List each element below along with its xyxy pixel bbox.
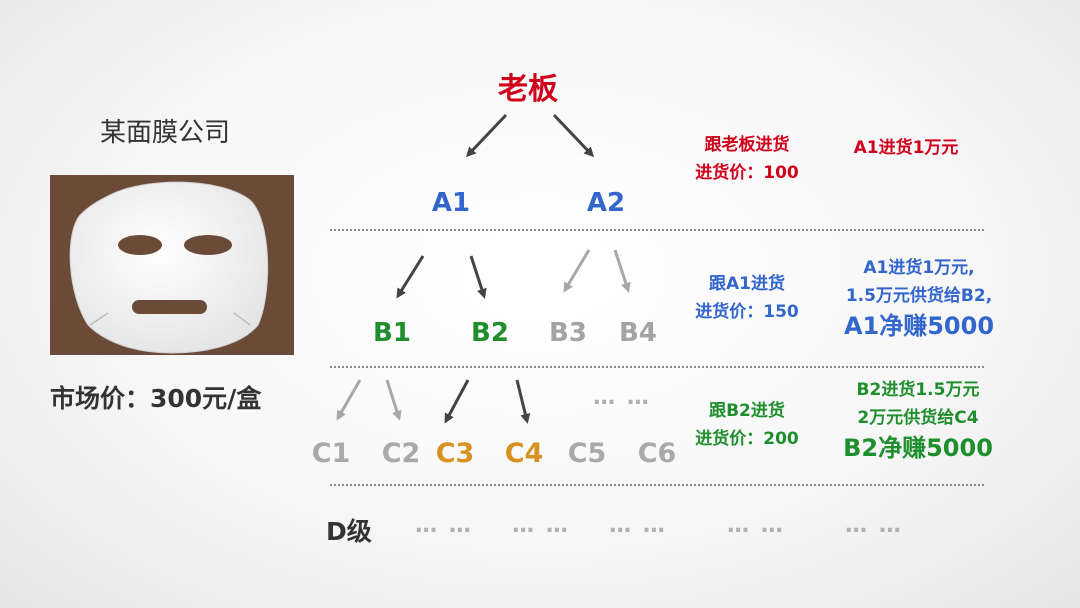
- row1-source: 跟老板进货: [704, 135, 790, 155]
- row3-purchase-info: 跟B2进货 进货价：200: [695, 397, 799, 453]
- d-level-ellipsis-3: … …: [609, 513, 667, 538]
- separator-line-3: [330, 484, 984, 486]
- node-boss: 老板: [498, 72, 558, 107]
- row2-note: A1进货1万元, 1.5万元供货给B2, A1净赚5000: [844, 254, 994, 342]
- d-level-ellipsis-4: … …: [727, 513, 785, 538]
- node-c5: C5: [567, 438, 607, 469]
- arrow-a2-b3: [563, 249, 591, 293]
- node-b4: B4: [619, 318, 657, 348]
- row3-note-line1: B2进货1.5万元: [856, 380, 980, 400]
- separator-line-2: [330, 366, 984, 368]
- node-b2: B2: [471, 318, 509, 348]
- arrow-b1-c1: [336, 379, 362, 421]
- d-level-ellipsis-1: … …: [415, 513, 473, 538]
- node-a1: A1: [431, 188, 471, 218]
- node-b3: B3: [549, 318, 587, 348]
- node-a2: A2: [586, 188, 626, 218]
- row1-price: 进货价：100: [695, 163, 799, 183]
- arrow-b1-c2: [385, 379, 402, 421]
- row3-note-line2: 2万元供货给C4: [857, 408, 979, 428]
- row2-note-line1: A1进货1万元,: [863, 258, 975, 278]
- row2-source: 跟A1进货: [709, 274, 785, 294]
- arrow-a1-b2: [469, 255, 487, 299]
- arrow-boss-a1: [465, 113, 508, 158]
- face-mask-photo: [50, 175, 294, 355]
- row3-source: 跟B2进货: [709, 401, 785, 421]
- row3-profit: B2净赚5000: [843, 434, 993, 462]
- row2-note-line2: 1.5万元供货给B2,: [845, 286, 993, 306]
- node-c1: C1: [311, 438, 351, 469]
- arrow-a2-b4: [613, 249, 631, 293]
- d-level-label: D级: [326, 517, 372, 546]
- node-c4: C4: [504, 438, 544, 469]
- market-price-label: 市场价：300元/盒: [50, 384, 262, 413]
- row2-price: 进货价：150: [695, 302, 799, 322]
- row1-purchase-info: 跟老板进货 进货价：100: [695, 131, 799, 187]
- c-level-ellipsis: … …: [593, 385, 651, 410]
- node-c2: C2: [381, 438, 421, 469]
- row2-profit: A1净赚5000: [843, 312, 995, 340]
- row3-price: 进货价：200: [695, 429, 799, 449]
- arrow-b2-c3: [444, 379, 470, 424]
- company-label: 某面膜公司: [100, 118, 231, 148]
- d-level-ellipsis-2: … …: [512, 513, 570, 538]
- node-b1: B1: [373, 318, 411, 348]
- arrow-a1-b1: [396, 255, 425, 299]
- node-c3: C3: [435, 438, 475, 469]
- arrow-b2-c4: [515, 379, 531, 424]
- node-c6: C6: [637, 438, 677, 469]
- row1-note-text: A1进货1万元: [853, 138, 959, 158]
- row3-note: B2进货1.5万元 2万元供货给C4 B2净赚5000: [843, 376, 993, 464]
- row2-purchase-info: 跟A1进货 进货价：150: [695, 270, 799, 326]
- row1-note: A1进货1万元: [854, 134, 959, 162]
- d-level-ellipsis-5: … …: [845, 513, 903, 538]
- separator-line-1: [330, 229, 984, 231]
- arrow-boss-a2: [552, 113, 595, 158]
